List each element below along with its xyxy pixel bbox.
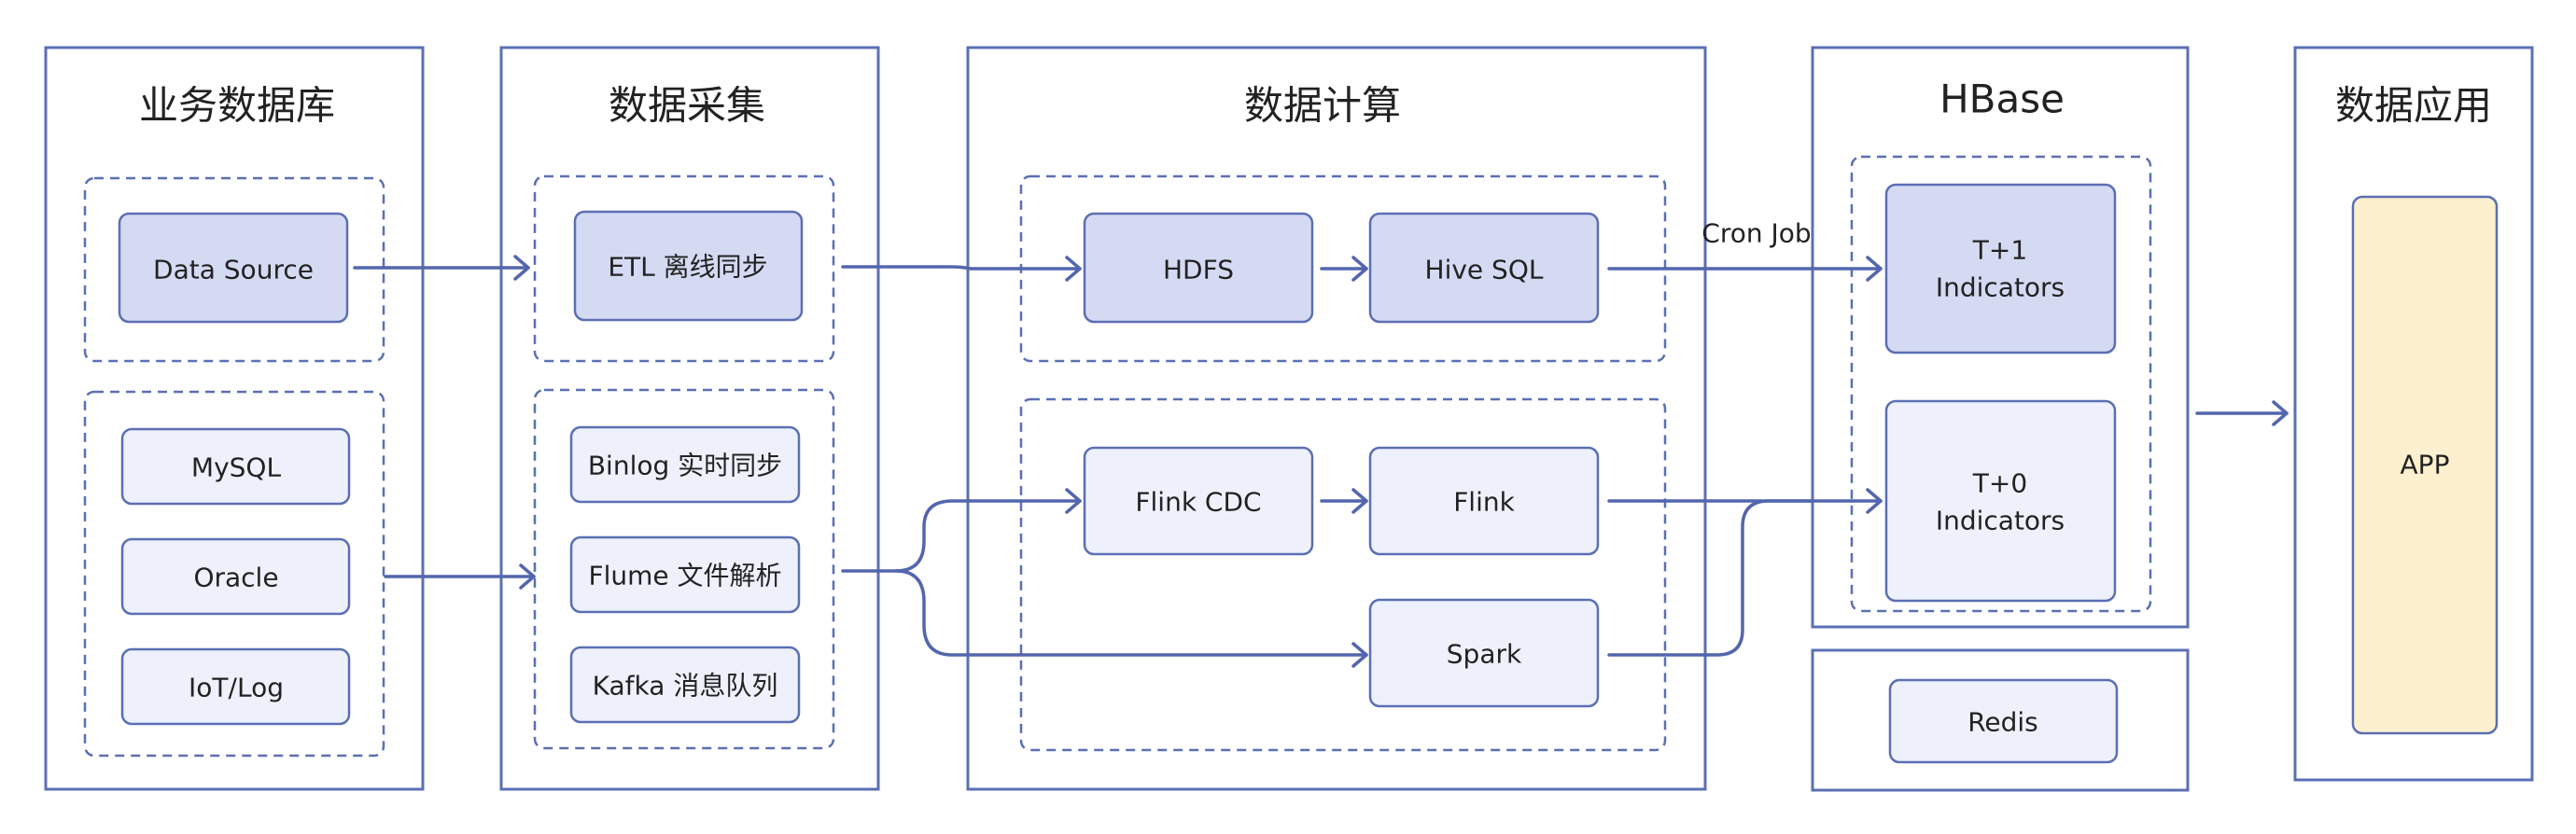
edge-flink-cdc-to-flink (1320, 488, 1368, 514)
node-oracle[interactable]: Oracle (120, 537, 351, 616)
column-title-compute: 数据计算 (1244, 83, 1401, 129)
node-hdfs-label: HDFS (1163, 255, 1234, 285)
node-oracle-label: Oracle (193, 563, 278, 593)
edge-data-source-to-etl (353, 255, 530, 281)
column-title-collection: 数据采集 (609, 83, 765, 129)
edge-realtime-to-flink-cdc (841, 488, 1082, 573)
node-t1-line1: T+1 (1972, 235, 2027, 266)
node-etl-label: ETL 离线同步 (608, 252, 767, 283)
node-flink-label: Flink (1453, 487, 1515, 518)
edge-label-cron-job: Cron Job (1701, 218, 1811, 249)
edge-etl-to-hdfs (841, 256, 1082, 282)
group-indicators (1850, 155, 2152, 613)
node-kafka[interactable]: Kafka 消息队列 (569, 646, 801, 724)
node-app-label: APP (2401, 450, 2450, 480)
edge-flink-to-t0 (1607, 488, 1883, 514)
node-hive-sql-label: Hive SQL (1425, 255, 1544, 285)
column-title-hbase: HBase (1939, 76, 2065, 122)
node-mysql-label: MySQL (191, 452, 282, 483)
node-hive-sql[interactable]: Hive SQL (1368, 212, 1600, 324)
node-kafka-label: Kafka 消息队列 (593, 671, 778, 702)
edge-hdfs-to-hive-sql (1320, 256, 1368, 282)
edge-spark-to-t0 (1607, 499, 1813, 657)
node-flink[interactable]: Flink (1368, 446, 1600, 556)
node-etl[interactable]: ETL 离线同步 (573, 210, 804, 322)
edge-hive-sql-to-t1: Cron Job (1607, 218, 1883, 282)
edge-hbase-to-app (2195, 400, 2289, 426)
node-spark[interactable]: Spark (1368, 598, 1600, 708)
node-redis[interactable]: Redis (1888, 678, 2119, 764)
node-mysql[interactable]: MySQL (120, 427, 351, 506)
node-flink-cdc[interactable]: Flink CDC (1083, 446, 1314, 556)
node-binlog-label: Binlog 实时同步 (588, 451, 782, 481)
node-hdfs[interactable]: HDFS (1083, 212, 1314, 324)
node-iot-log-label: IoT/Log (189, 673, 284, 703)
column-title-business-db: 业务数据库 (139, 83, 335, 129)
node-app[interactable]: APP (2351, 195, 2499, 735)
edge-realtime-to-spark (894, 569, 1368, 668)
column-title-application: 数据应用 (2335, 83, 2492, 129)
node-redis-label: Redis (1967, 707, 2038, 738)
node-t0-line1: T+0 (1972, 468, 2027, 499)
node-data-source[interactable]: Data Source (118, 212, 349, 324)
node-t0-indicators[interactable]: T+0 Indicators (1884, 399, 2117, 603)
node-data-source-label: Data Source (153, 255, 314, 285)
group-realtime-collection (533, 388, 835, 750)
node-binlog[interactable]: Binlog 实时同步 (569, 425, 801, 504)
node-iot-log[interactable]: IoT/Log (120, 647, 351, 726)
node-spark-label: Spark (1447, 639, 1522, 670)
node-flink-cdc-label: Flink CDC (1135, 487, 1261, 518)
group-databases (83, 390, 385, 758)
edge-databases-to-collection (384, 563, 536, 590)
group-data-source (83, 176, 385, 363)
node-flume-label: Flume 文件解析 (588, 561, 781, 591)
node-t1-indicators[interactable]: T+1 Indicators (1884, 183, 2117, 354)
node-t1-line2: Indicators (1936, 272, 2065, 303)
node-flume[interactable]: Flume 文件解析 (569, 535, 801, 614)
node-t0-line2: Indicators (1936, 506, 2065, 536)
